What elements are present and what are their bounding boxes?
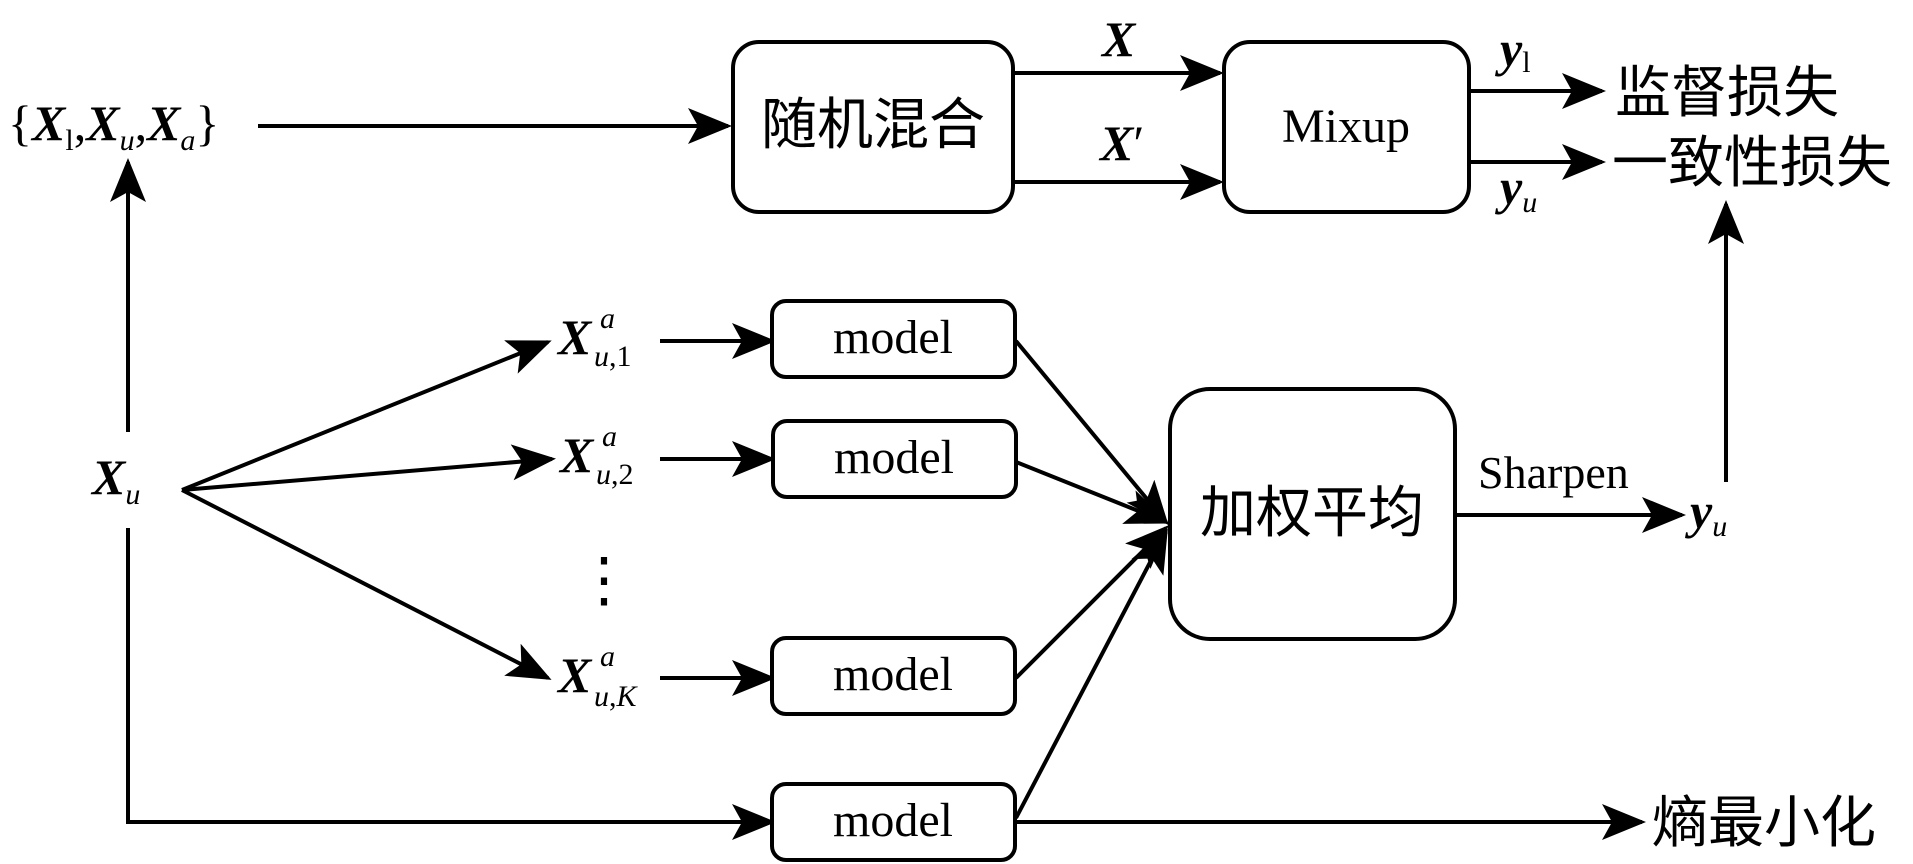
entropy-min-label: 熵最小化: [1652, 791, 1876, 856]
svg-text:u,2: u,2: [596, 458, 634, 491]
svg-text:u,1: u,1: [594, 340, 632, 373]
math-symbols: {Xl,Xu,Xa} X X′ yl yu yu Xu X a u,1 X a …: [8, 11, 1727, 713]
sharpen-label: Sharpen: [1478, 447, 1629, 498]
svg-text:X: X: [558, 427, 595, 483]
edge-model2-to-weighted-avg: [1015, 460, 1170, 524]
x-prime-edge-label: X′: [1098, 115, 1144, 171]
y-l-label: yl: [1495, 21, 1531, 79]
edge-model1-to-weighted-avg: [1014, 339, 1169, 526]
edge-modelK-to-weighted-avg: [1014, 525, 1169, 680]
model-box-1: [770, 299, 1017, 379]
weighted-avg-label: 加权平均: [1200, 481, 1424, 546]
x-edge-label: X: [1100, 11, 1137, 67]
random-mix-label: 随机混合: [761, 93, 985, 158]
consistency-loss-label: 一致性损失: [1612, 131, 1892, 196]
x-u-label: Xu: [90, 449, 140, 511]
edge-xu-to-aug2: [181, 444, 556, 492]
supervised-loss-label: 监督损失: [1615, 61, 1839, 126]
weighted-avg-box: [1168, 387, 1457, 641]
svg-text:X: X: [556, 309, 593, 365]
vertical-ellipsis: ⋮: [574, 547, 634, 613]
y-u-label-top: yu: [1495, 159, 1537, 219]
model-label-bottom: model: [833, 794, 953, 847]
edge-xu-to-aug1: [181, 340, 552, 492]
x-aug-k-label: X a u,K: [556, 640, 639, 713]
svg-text:a: a: [602, 420, 617, 453]
edge-xu-to-augK: [181, 488, 552, 680]
mixup-box: [1222, 40, 1471, 214]
x-aug-1-label: X a u,1: [556, 302, 632, 373]
edge-xu-to-model-bottom: [126, 528, 776, 840]
nodes: 随机混合 Mixup 加权平均 model model model model: [731, 40, 1471, 862]
model-box-k: [770, 636, 1017, 716]
input-set-label: {Xl,Xu,Xa}: [8, 95, 219, 157]
model-label-1: model: [833, 311, 953, 364]
outputs: 监督损失 一致性损失 熵最小化: [1612, 61, 1892, 856]
svg-text:a: a: [600, 640, 615, 673]
mixup-label: Mixup: [1282, 100, 1410, 153]
model-box-bottom: [770, 782, 1017, 862]
model-label-k: model: [833, 648, 953, 701]
edge-model-bottom-to-weighted-avg: [1014, 528, 1168, 819]
model-label-2: model: [834, 431, 954, 484]
svg-text:X: X: [556, 647, 593, 703]
x-aug-2-label: X a u,2: [558, 420, 634, 491]
svg-text:a: a: [600, 302, 615, 335]
model-box-2: [771, 419, 1018, 499]
edges: [110, 55, 1744, 840]
y-u-label-sharpen: yu: [1685, 483, 1727, 543]
random-mix-box: [731, 40, 1015, 214]
svg-text:u,K: u,K: [594, 680, 639, 713]
